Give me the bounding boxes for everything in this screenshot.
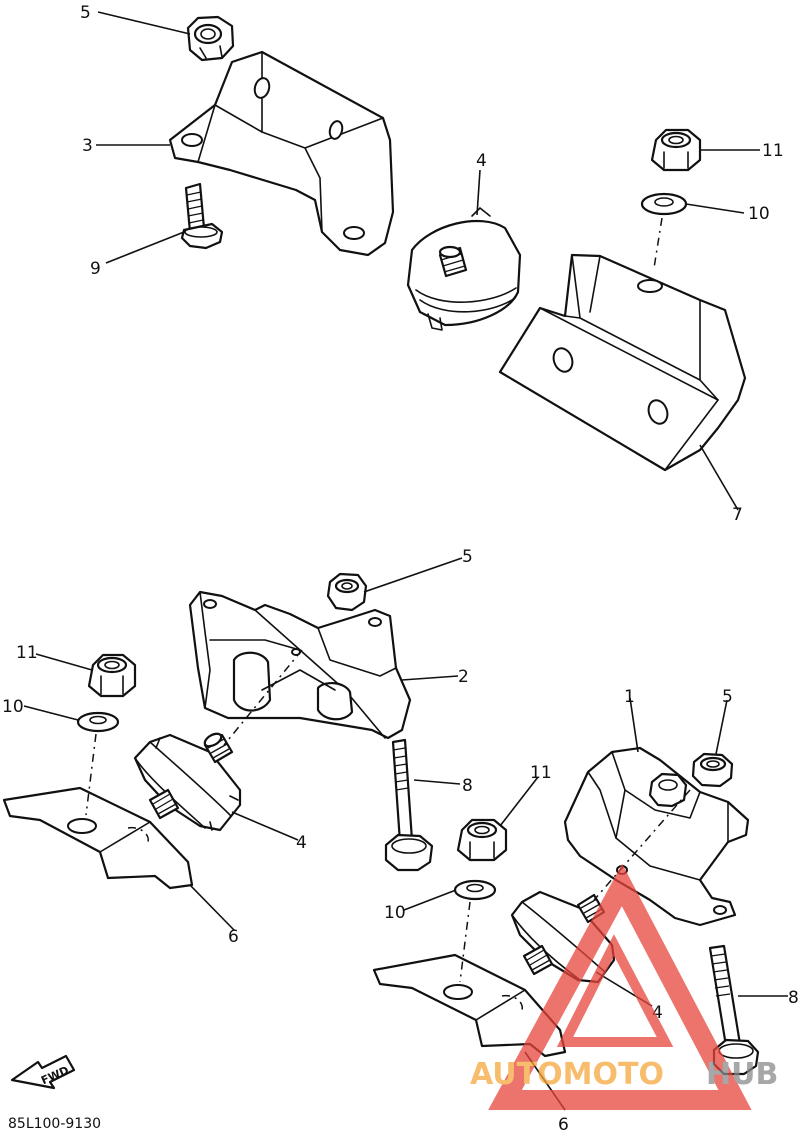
nut-11-left bbox=[87, 653, 137, 698]
callout-8-center: 8 bbox=[462, 776, 473, 796]
nut-5-right bbox=[691, 752, 734, 788]
watermark-text-automoto: AUTOMOTO bbox=[470, 1057, 664, 1092]
callout-5-middle: 5 bbox=[462, 547, 473, 567]
callout-labels: 5 3 9 4 11 10 7 5 2 11 10 8 4 6 1 5 11 1… bbox=[2, 3, 799, 1135]
fwd-arrow-icon: FWD bbox=[10, 1054, 76, 1090]
callout-8-right: 8 bbox=[788, 988, 799, 1008]
callout-10-top: 10 bbox=[748, 204, 770, 224]
callout-3: 3 bbox=[82, 136, 93, 156]
nut-5-middle bbox=[326, 572, 368, 612]
leader-lines bbox=[23, 11, 788, 1111]
warning-triangle-logo-icon bbox=[488, 863, 752, 1110]
nut-11-right bbox=[456, 818, 508, 862]
callout-5-top: 5 bbox=[80, 3, 91, 23]
callout-4-right: 4 bbox=[652, 1003, 663, 1023]
housing-bracket-7 bbox=[498, 253, 747, 472]
callout-11-left: 11 bbox=[16, 643, 38, 663]
callout-1: 1 bbox=[624, 687, 635, 707]
rubber-mount-4-left bbox=[133, 732, 242, 832]
washer-10-top bbox=[640, 192, 688, 216]
callout-5-right: 5 bbox=[722, 687, 733, 707]
alignment-lines bbox=[85, 217, 691, 983]
callout-6-right: 6 bbox=[558, 1115, 569, 1135]
bracket-3 bbox=[168, 50, 395, 257]
washer-10-left bbox=[76, 711, 120, 733]
callout-7: 7 bbox=[732, 505, 743, 525]
callout-4-top: 4 bbox=[476, 151, 487, 171]
nut-5-top bbox=[186, 15, 235, 62]
bracket-plate-6-left bbox=[2, 786, 194, 890]
watermark-text-hub: HUB bbox=[706, 1057, 778, 1092]
part-code: 85L100-9130 bbox=[8, 1116, 101, 1132]
automotohub-watermark: AUTOMOTO HUB bbox=[470, 863, 778, 1110]
bolt-8-center bbox=[384, 738, 434, 872]
rubber-mount-4-top bbox=[406, 207, 522, 331]
callout-10-left: 10 bbox=[2, 697, 24, 717]
callout-6-left: 6 bbox=[228, 927, 239, 947]
callout-11-right: 11 bbox=[530, 763, 552, 783]
nut-11-top bbox=[650, 128, 702, 172]
bolt-9 bbox=[180, 182, 224, 250]
callout-10-right: 10 bbox=[384, 903, 406, 923]
callout-2: 2 bbox=[458, 667, 469, 687]
washer-10-right bbox=[453, 879, 497, 901]
callout-4-left: 4 bbox=[296, 833, 307, 853]
callout-11-top: 11 bbox=[762, 141, 784, 161]
callout-9: 9 bbox=[90, 259, 101, 279]
bracket-2 bbox=[188, 590, 412, 740]
